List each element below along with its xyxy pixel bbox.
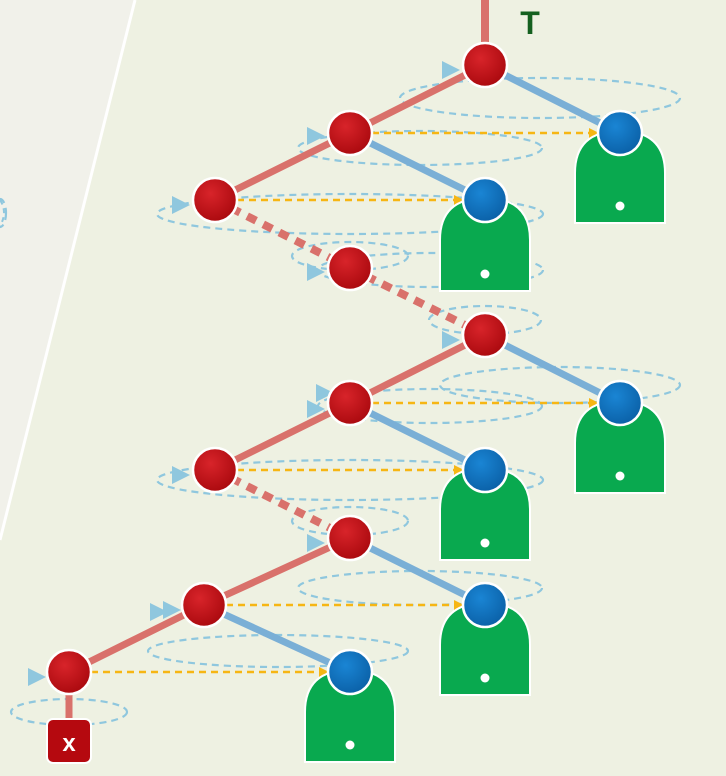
red-edge-6 bbox=[65, 601, 208, 676]
blue-node-4 bbox=[461, 446, 509, 494]
dashed-loop-14 bbox=[0, 197, 8, 229]
leaf-dot-6 bbox=[345, 740, 355, 750]
red-edge-4 bbox=[211, 399, 354, 474]
red-node-6 bbox=[326, 379, 374, 427]
loop-arrowhead-9 bbox=[163, 601, 181, 619]
blue-edge-6 bbox=[200, 601, 354, 676]
blue-node-1 bbox=[596, 109, 644, 157]
blue-edge-3 bbox=[481, 331, 624, 407]
loop-arrowhead-2 bbox=[307, 127, 325, 145]
red-edge-5 bbox=[200, 534, 354, 609]
blue-edges bbox=[200, 61, 624, 676]
red-edge-2 bbox=[211, 129, 354, 204]
red-edges bbox=[65, 0, 489, 720]
red-node-5 bbox=[461, 311, 509, 359]
panel-divider bbox=[0, 0, 137, 541]
blue-edge-4 bbox=[346, 399, 489, 474]
red-nodes bbox=[45, 41, 509, 696]
blue-nodes bbox=[326, 109, 644, 696]
red-dotted-edge-3 bbox=[213, 466, 352, 542]
dashed-loop-12 bbox=[146, 633, 410, 669]
loop-arrowheads bbox=[28, 61, 460, 686]
dashed-loop-1 bbox=[398, 76, 682, 120]
leaf-dot-2 bbox=[480, 269, 490, 279]
leaf-dot-5 bbox=[480, 673, 490, 683]
root-label: T bbox=[520, 5, 540, 41]
red-dotted-edge-2 bbox=[348, 264, 487, 339]
dashed-loop-6 bbox=[427, 304, 543, 336]
blue-node-5 bbox=[461, 581, 509, 629]
blue-node-3 bbox=[596, 379, 644, 427]
red-node-9 bbox=[180, 581, 228, 629]
red-node-8 bbox=[326, 514, 374, 562]
yellow-arrows bbox=[91, 128, 599, 677]
dashed-loop-7 bbox=[438, 365, 682, 405]
leaf-square-label: x bbox=[62, 730, 76, 757]
dashed-loop-9 bbox=[155, 458, 545, 502]
left-edge-loop-fragment bbox=[0, 199, 5, 227]
loop-arrowhead-12 bbox=[150, 603, 168, 621]
loop-arrowhead-5 bbox=[442, 331, 460, 349]
red-node-3 bbox=[191, 176, 239, 224]
loop-arrowhead-10 bbox=[28, 668, 46, 686]
red-edge-1 bbox=[346, 61, 489, 137]
loop-arrowhead-11 bbox=[316, 384, 334, 402]
loop-arrowhead-8 bbox=[307, 534, 325, 552]
blue-node-6 bbox=[326, 648, 374, 696]
red-dotted-edge-1 bbox=[213, 196, 352, 272]
blue-node-2 bbox=[461, 176, 509, 224]
blue-edge-5 bbox=[346, 534, 489, 609]
leaf-dot-1 bbox=[615, 201, 625, 211]
red-node-7 bbox=[191, 446, 239, 494]
loop-arrowhead-4 bbox=[307, 263, 325, 281]
loop-arrowhead-1 bbox=[442, 61, 460, 79]
blue-edge-1 bbox=[481, 61, 624, 137]
blue-edge-2 bbox=[346, 129, 489, 204]
loop-arrowhead-7 bbox=[172, 466, 190, 484]
leaf-shapes bbox=[304, 129, 666, 763]
leaf-dot-3 bbox=[615, 471, 625, 481]
leaf-square-node: x bbox=[46, 718, 92, 764]
red-node-2 bbox=[326, 109, 374, 157]
red-node-4 bbox=[326, 244, 374, 292]
dashed-loop-3 bbox=[155, 192, 545, 236]
red-node-1 bbox=[461, 41, 509, 89]
loop-arrowhead-6 bbox=[307, 400, 325, 418]
leaf-dot-4 bbox=[480, 538, 490, 548]
red-edge-3 bbox=[346, 331, 489, 407]
loop-arrowhead-3 bbox=[172, 196, 190, 214]
red-node-10 bbox=[45, 648, 93, 696]
